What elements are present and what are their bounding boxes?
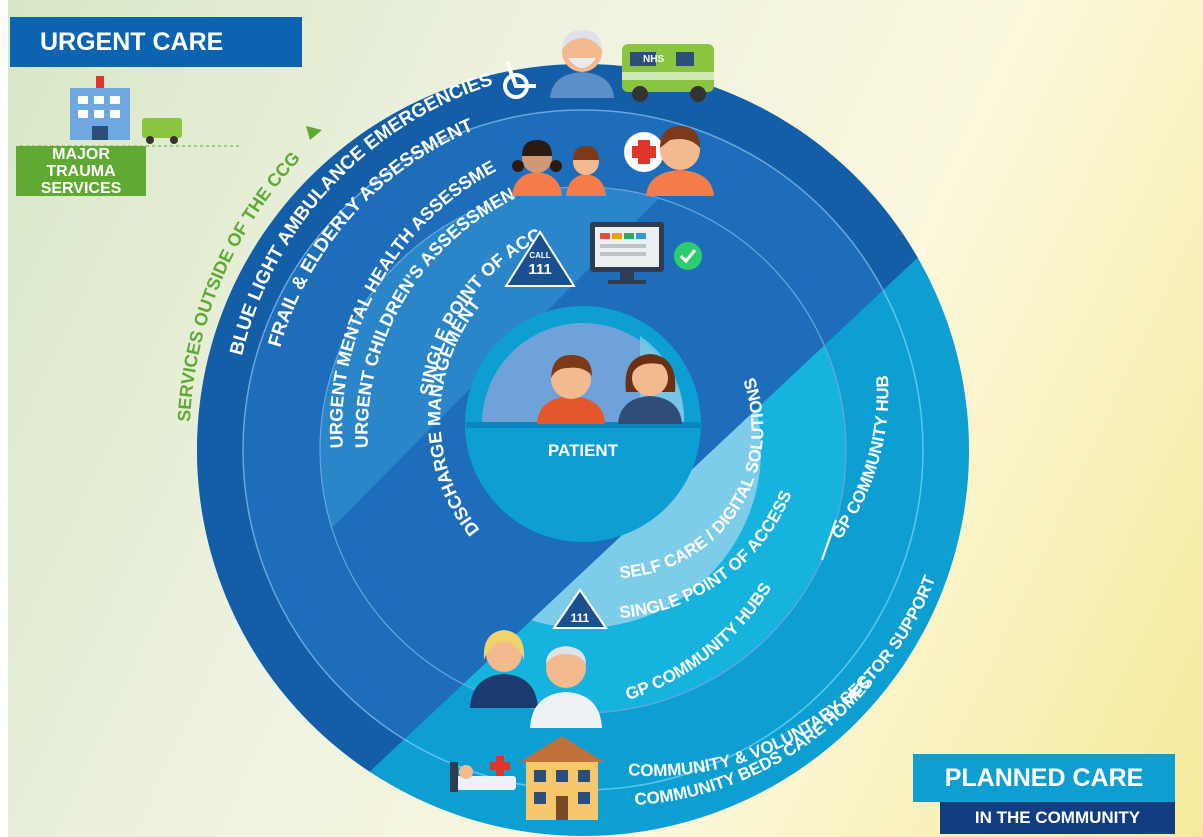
patient-male-icon: [537, 354, 605, 424]
patient-female-icon: [618, 354, 682, 424]
in-the-community-header: IN THE COMMUNITY: [940, 802, 1175, 834]
computer-screen-icon: [590, 222, 664, 284]
planned-care-header: PLANNED CARE: [913, 754, 1175, 802]
call-111-planned-number: 111: [571, 611, 590, 625]
services-arrow-icon: [306, 126, 322, 140]
ambulance-icon: NHS: [622, 44, 714, 102]
gp-hubs-separator: [821, 519, 837, 561]
doctor-person-icon: [646, 126, 714, 196]
urgent-care-header: URGENT CARE: [10, 17, 302, 67]
hospital-bed-icon: [450, 756, 516, 792]
patient-label: PATIENT: [548, 441, 619, 460]
call-111-icon: CALL 111: [504, 230, 576, 287]
call-111-call-label: CALL: [529, 251, 550, 260]
children-icon: [512, 140, 606, 196]
care-home-icon: [520, 736, 604, 820]
gp-doctor-icon: [530, 646, 602, 728]
medical-cross-icon: [624, 132, 664, 172]
call-111-planned-icon: 111: [552, 588, 608, 629]
call-111-number: 111: [528, 261, 551, 278]
background-edge: [0, 0, 8, 837]
major-trauma-label: MAJOR TRAUMA SERVICES: [16, 146, 146, 197]
elderly-person-icon: [550, 30, 614, 98]
checkmark-icon: [674, 242, 702, 270]
ambulance-nhs-label: NHS: [643, 54, 664, 65]
small-ambulance-icon: [142, 118, 182, 144]
hospital-building-icon: [70, 76, 130, 140]
nurse-icon: [470, 630, 538, 708]
wheelchair-icon: [503, 61, 536, 99]
